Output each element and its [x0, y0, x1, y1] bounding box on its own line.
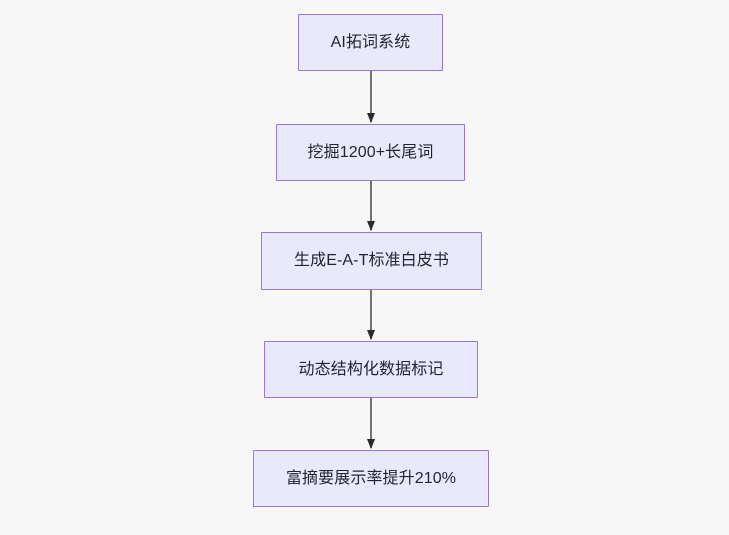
flow-node-rich-snippet-impression-lift[interactable]: 富摘要展示率提升210%	[253, 450, 489, 507]
flow-node-label: 动态结构化数据标记	[298, 360, 444, 378]
flow-node-generate-eat-whitepaper[interactable]: 生成E-A-T标准白皮书	[261, 232, 482, 290]
flow-node-label: 挖掘1200+长尾词	[307, 143, 434, 161]
flow-node-ai-keyword-system[interactable]: AI拓词系统	[298, 14, 443, 71]
flow-node-mine-longtail-keywords[interactable]: 挖掘1200+长尾词	[276, 124, 465, 181]
flow-node-label: AI拓词系统	[330, 33, 411, 51]
flow-node-label: 生成E-A-T标准白皮书	[294, 252, 449, 269]
flow-node-label: 富摘要展示率提升210%	[285, 469, 457, 487]
flow-node-dynamic-structured-data-markup[interactable]: 动态结构化数据标记	[264, 341, 478, 398]
